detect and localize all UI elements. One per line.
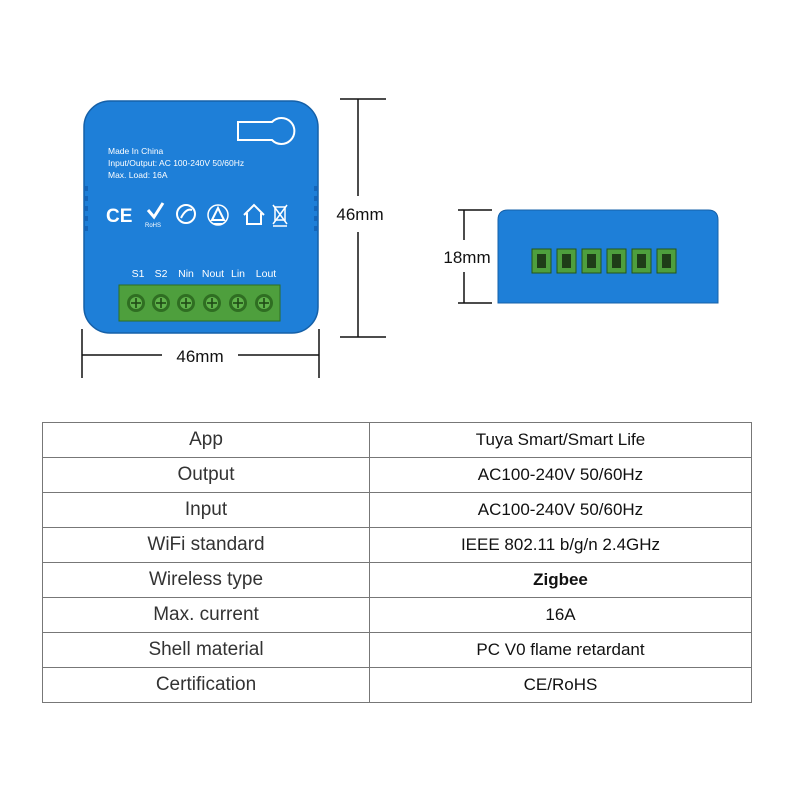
ce-mark-icon: CE [106,206,132,227]
home-icon [243,203,265,225]
table-row: Max. current 16A [42,597,752,633]
spec-label: App [42,422,370,458]
recycle-icon [207,204,229,226]
certification-icons: CE RoHS [106,202,288,229]
spec-label: Wireless type [42,562,370,598]
terminal-block [118,284,281,322]
table-row: Shell material PC V0 flame retardant [42,632,752,668]
screw-icon [229,294,247,312]
label-line-2: Input/Output: AC 100-240V 50/60Hz [108,158,244,168]
width-dimension [81,329,320,378]
spec-value: Zigbee [369,562,752,598]
screw-icon [152,294,170,312]
spec-value: AC100-240V 50/60Hz [369,492,752,528]
terminal-label-lout: Lout [256,268,277,280]
terminal-label-s2: S2 [155,268,168,280]
rohs-check-icon [146,202,165,220]
module-front-view: Made In China Input/Output: AC 100-240V … [83,100,319,334]
screw-icon [127,294,145,312]
table-row: Input AC100-240V 50/60Hz [42,492,752,528]
reset-button-icon [237,117,296,145]
width-dimension-label: 46mm [176,347,223,366]
spec-value: PC V0 flame retardant [369,632,752,668]
label-line-3: Max. Load: 16A [108,170,168,180]
grip-ribs [84,186,318,231]
spec-label: Max. current [42,597,370,633]
spec-value: 16A [369,597,752,633]
spec-value: AC100-240V 50/60Hz [369,457,752,493]
spec-label: Shell material [42,632,370,668]
label-line-1: Made In China [108,146,164,156]
table-row: Output AC100-240V 50/60Hz [42,457,752,493]
module-side-view [497,209,719,304]
screw-icon [203,294,221,312]
spec-label: Input [42,492,370,528]
table-row: Wireless type Zigbee [42,562,752,598]
table-row: WiFi standard IEEE 802.11 b/g/n 2.4GHz [42,527,752,563]
terminal-screws [127,294,273,312]
spec-value: IEEE 802.11 b/g/n 2.4GHz [369,527,752,563]
spec-label: WiFi standard [42,527,370,563]
height-dimension-label: 46mm [336,205,383,224]
green-dot-icon [176,204,196,224]
spec-label: Certification [42,667,370,703]
spec-value: Tuya Smart/Smart Life [369,422,752,458]
screw-icon [177,294,195,312]
table-row: Certification CE/RoHS [42,667,752,703]
rohs-label: RoHS [145,223,161,229]
spec-value: CE/RoHS [369,667,752,703]
height-dimension [340,98,386,338]
product-figure: Made In China Input/Output: AC 100-240V … [81,98,719,378]
screw-icon [255,294,273,312]
spec-table: App Tuya Smart/Smart Life Output AC100-2… [42,422,752,703]
depth-dimension-label: 18mm [443,248,490,267]
weee-bin-icon [272,204,288,227]
table-row: App Tuya Smart/Smart Life [42,422,752,458]
depth-dimension [458,209,492,304]
side-terminal-ports [531,248,677,274]
terminal-label-nout: Nout [202,268,224,280]
terminal-labels: S1 S2 Nin Nout Lin Lout [132,268,277,280]
terminal-label-s1: S1 [132,268,145,280]
spec-label: Output [42,457,370,493]
terminal-label-nin: Nin [178,268,194,280]
terminal-label-lin: Lin [231,268,245,280]
